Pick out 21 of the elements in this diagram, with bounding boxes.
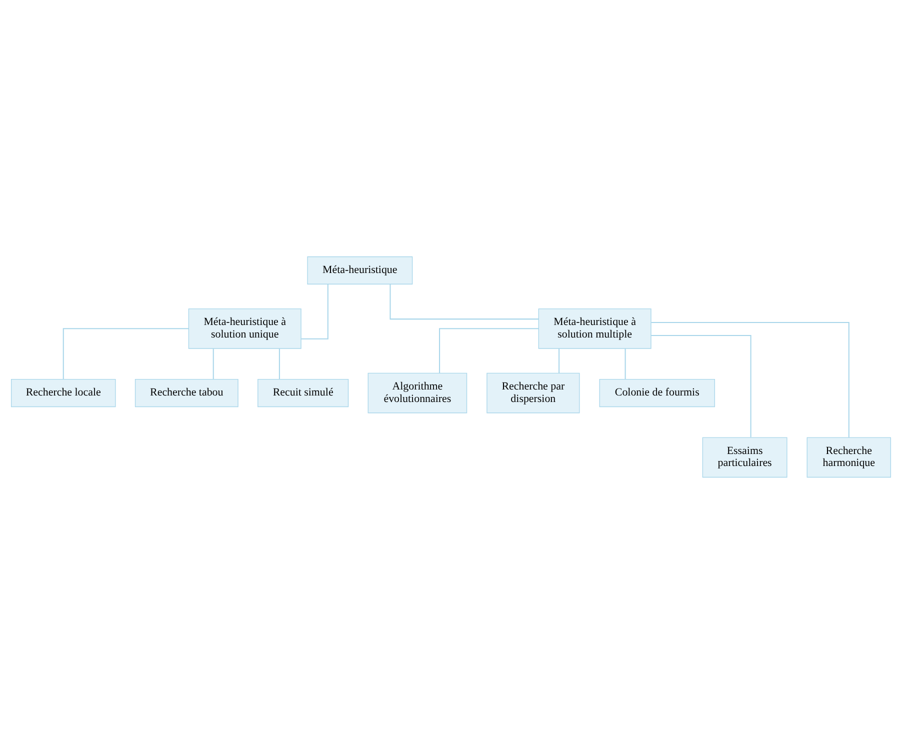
connector [651,321,850,437]
node-box: Essaims particulaires [702,436,788,478]
node-box: Recherche locale [10,378,116,407]
connector [651,334,752,437]
connector [624,348,626,379]
connector [439,328,539,372]
connector [278,348,280,379]
node-box: Recherche tabou [134,378,238,407]
node-box: Méta-heuristique à solution unique [188,308,302,348]
node-box: Colonie de fourmis [599,378,715,407]
node-box: Algorithme évolutionnaires [368,372,468,413]
connector [390,284,539,320]
connector [62,328,189,379]
connector [212,348,214,379]
node-box: Méta-heuristique [307,256,413,284]
connector [301,284,328,339]
node-box: Recuit simulé [258,378,349,407]
connector [558,348,560,373]
node-box: Recherche harmonique [806,436,892,478]
node-box: Méta-heuristique à solution multiple [538,308,652,348]
node-box: Recherche par dispersion [486,372,580,413]
